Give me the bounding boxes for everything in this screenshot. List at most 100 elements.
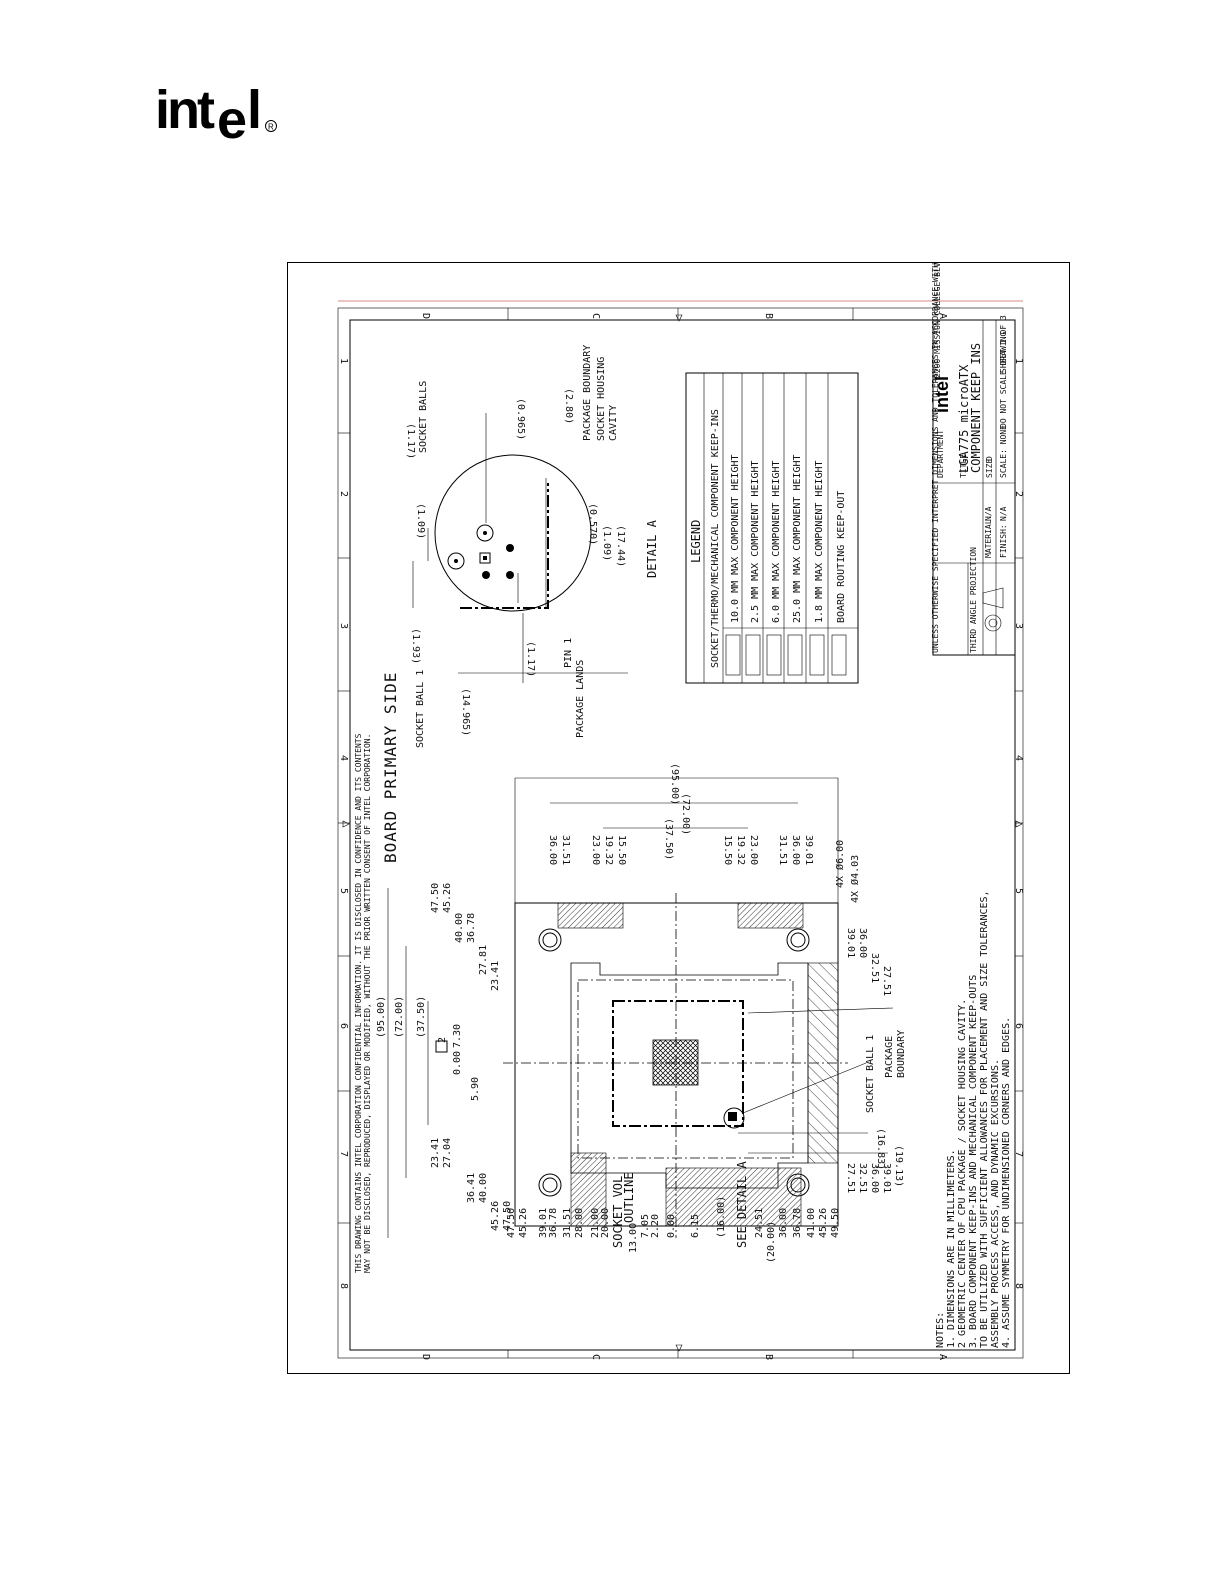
svg-text:36.00: 36.00 [547, 835, 558, 865]
svg-text:7.30: 7.30 [452, 1024, 463, 1048]
legend-item: 10.0 MM MAX COMPONENT HEIGHT [730, 454, 741, 623]
svg-text:2: 2 [338, 491, 349, 497]
svg-text:3: 3 [338, 623, 349, 629]
svg-text:39.01: 39.01 [538, 1208, 549, 1238]
svg-text:39.01: 39.01 [845, 928, 856, 958]
svg-text:47.50: 47.50 [506, 1208, 517, 1238]
svg-text:(19.13): (19.13) [893, 1145, 904, 1187]
svg-text:FINISH:: FINISH: [999, 524, 1008, 558]
svg-text:28.00: 28.00 [574, 1208, 585, 1238]
legend-item: 25.0 MM MAX COMPONENT HEIGHT [792, 454, 803, 623]
svg-text:36.78: 36.78 [466, 913, 477, 943]
dim-72: (72.00) [680, 793, 691, 835]
svg-text:5: 5 [1013, 888, 1024, 894]
legend-item: 1.8 MM MAX COMPONENT HEIGHT [814, 460, 825, 623]
legend-swatch-25mm [787, 634, 803, 676]
top-dimensions: (95.00) (72.00) (37.50) 36.00 31.51 23.0… [514, 763, 839, 903]
svg-text:4: 4 [338, 755, 349, 761]
svg-text:SIZE: SIZE [985, 459, 994, 478]
svg-text:36.78: 36.78 [548, 1208, 559, 1238]
zone-letter: C [590, 313, 601, 319]
svg-text:31.51: 31.51 [777, 835, 788, 865]
svg-text:47.50: 47.50 [430, 883, 441, 913]
svg-text:5.90: 5.90 [470, 1077, 481, 1101]
legend-item: 2.5 MM MAX COMPONENT HEIGHT [750, 460, 761, 623]
svg-text:(20.00): (20.00) [766, 1221, 777, 1263]
legend-swatch-2-5mm [745, 634, 761, 676]
svg-text:2200 MISSION COLLEGE BLVD. P.O: 2200 MISSION COLLEGE BLVD. P.O. BOX 5811… [933, 263, 942, 378]
svg-text:47.50: 47.50 [502, 1201, 513, 1231]
legend-swatch-10mm [725, 634, 741, 676]
legend-swatch-6mm [766, 634, 782, 676]
svg-text:(95.00): (95.00) [376, 996, 387, 1038]
svg-text:(0.965): (0.965) [515, 398, 526, 440]
notes: NOTES: 1. DIMENSIONS ARE IN MILLIMETERS.… [935, 890, 1012, 1348]
svg-text:SEE DETAIL A: SEE DETAIL A [735, 1161, 749, 1248]
svg-text:THIRD ANGLE PROJECTION: THIRD ANGLE PROJECTION [969, 547, 978, 653]
svg-text:27.51: 27.51 [881, 966, 892, 996]
svg-text:1: 1 [338, 358, 349, 364]
svg-text:R: R [268, 123, 274, 132]
svg-text:CAVITY: CAVITY [608, 405, 619, 441]
datum-label: 2 [437, 1037, 448, 1043]
svg-text:6: 6 [338, 1023, 349, 1029]
dim-95: (95.00) [669, 763, 680, 805]
zone-letters-bottom: D C B A [420, 1354, 948, 1360]
svg-text:45.26: 45.26 [518, 1208, 529, 1238]
title-block: DEPARTMENT TITLE intel 2200 MISSION COLL… [931, 263, 1016, 656]
zone-letter: C [590, 1354, 601, 1360]
zone-letters-top: D C B A [420, 313, 948, 319]
zone-letter: D [420, 313, 431, 319]
datum-value: 0.00 [452, 1051, 463, 1075]
svg-text:7: 7 [1013, 1151, 1024, 1157]
svg-text:36.00: 36.00 [857, 928, 868, 958]
svg-text:(1.17): (1.17) [405, 423, 416, 459]
legend-swatch-routing [831, 634, 847, 676]
svg-text:2 GEOMETRIC CENTER OF CPU PAC: 2 GEOMETRIC CENTER OF CPU PACKAGE / SOCK… [957, 999, 968, 1348]
zone-letter: D [420, 1354, 431, 1360]
svg-text:32.51: 32.51 [869, 953, 880, 983]
svg-text:27.51: 27.51 [845, 1163, 856, 1193]
svg-text:(1.09): (1.09) [415, 503, 426, 539]
legend-header: SOCKET/THERMO/MECHANICAL COMPONENT KEEP-… [710, 409, 721, 668]
svg-text:15.50: 15.50 [616, 835, 627, 865]
svg-text:SOCKET HOUSING: SOCKET HOUSING [596, 357, 607, 441]
svg-text:N/A: N/A [999, 506, 1008, 521]
svg-text:19.32: 19.32 [603, 835, 614, 865]
legend-item: BOARD ROUTING KEEP-OUT [836, 491, 847, 623]
svg-text:UNLESS OTHERWISE SPECIFIED INT: UNLESS OTHERWISE SPECIFIED INTERPRET DIM… [931, 263, 940, 653]
svg-text:SOCKET BALLS: SOCKET BALLS [418, 381, 429, 453]
svg-text:8: 8 [338, 1283, 349, 1289]
svg-text:49.50: 49.50 [830, 1208, 841, 1238]
svg-text:41.00: 41.00 [806, 1208, 817, 1238]
svg-text:27.04: 27.04 [442, 1138, 453, 1168]
svg-text:21.00: 21.00 [590, 1208, 601, 1238]
svg-text:DEPARTMENT: DEPARTMENT [936, 430, 945, 478]
svg-text:40.00: 40.00 [478, 1173, 489, 1203]
svg-text:SOCKET VOL: SOCKET VOL [611, 1176, 625, 1248]
drawing-title-1: LGA775 microATX [957, 364, 971, 473]
svg-text:6: 6 [1013, 1023, 1024, 1029]
zone-numbers: 8 7 6 5 4 3 2 1 8 7 6 5 4 3 2 1 [338, 358, 1024, 1289]
svg-text:23.00: 23.00 [748, 835, 759, 865]
svg-text:(1.09): (1.09) [601, 525, 612, 561]
svg-text:45.26: 45.26 [490, 1201, 501, 1231]
svg-text:NOTES:: NOTES: [935, 1312, 946, 1348]
svg-text:6.15: 6.15 [690, 1214, 701, 1238]
svg-text:2: 2 [1013, 491, 1024, 497]
svg-text:4. ASSUME SYMMETRY FOR UNDIMEN: 4. ASSUME SYMMETRY FOR UNDIMENSIONED COR… [1001, 1017, 1012, 1348]
svg-text:24.51: 24.51 [754, 1208, 765, 1238]
drawing-title: BOARD PRIMARY SIDE [381, 672, 400, 863]
drawing-title-2: COMPONENT KEEP INS [969, 343, 983, 473]
svg-text:(17.44): (17.44) [615, 525, 626, 567]
svg-text:23.41: 23.41 [430, 1138, 441, 1168]
bottom-dimensions: 47.50 45.26 39.01 36.78 31.51 28.00 21.0… [506, 1161, 841, 1263]
svg-text:4: 4 [1013, 755, 1024, 761]
svg-text:36.00: 36.00 [790, 835, 801, 865]
svg-text:(37.50): (37.50) [416, 996, 427, 1038]
svg-text:l: l [247, 80, 262, 140]
zone-letter: B [763, 313, 774, 319]
board-view [503, 893, 848, 1238]
svg-text:15.50: 15.50 [722, 835, 733, 865]
svg-text:23.00: 23.00 [590, 835, 601, 865]
